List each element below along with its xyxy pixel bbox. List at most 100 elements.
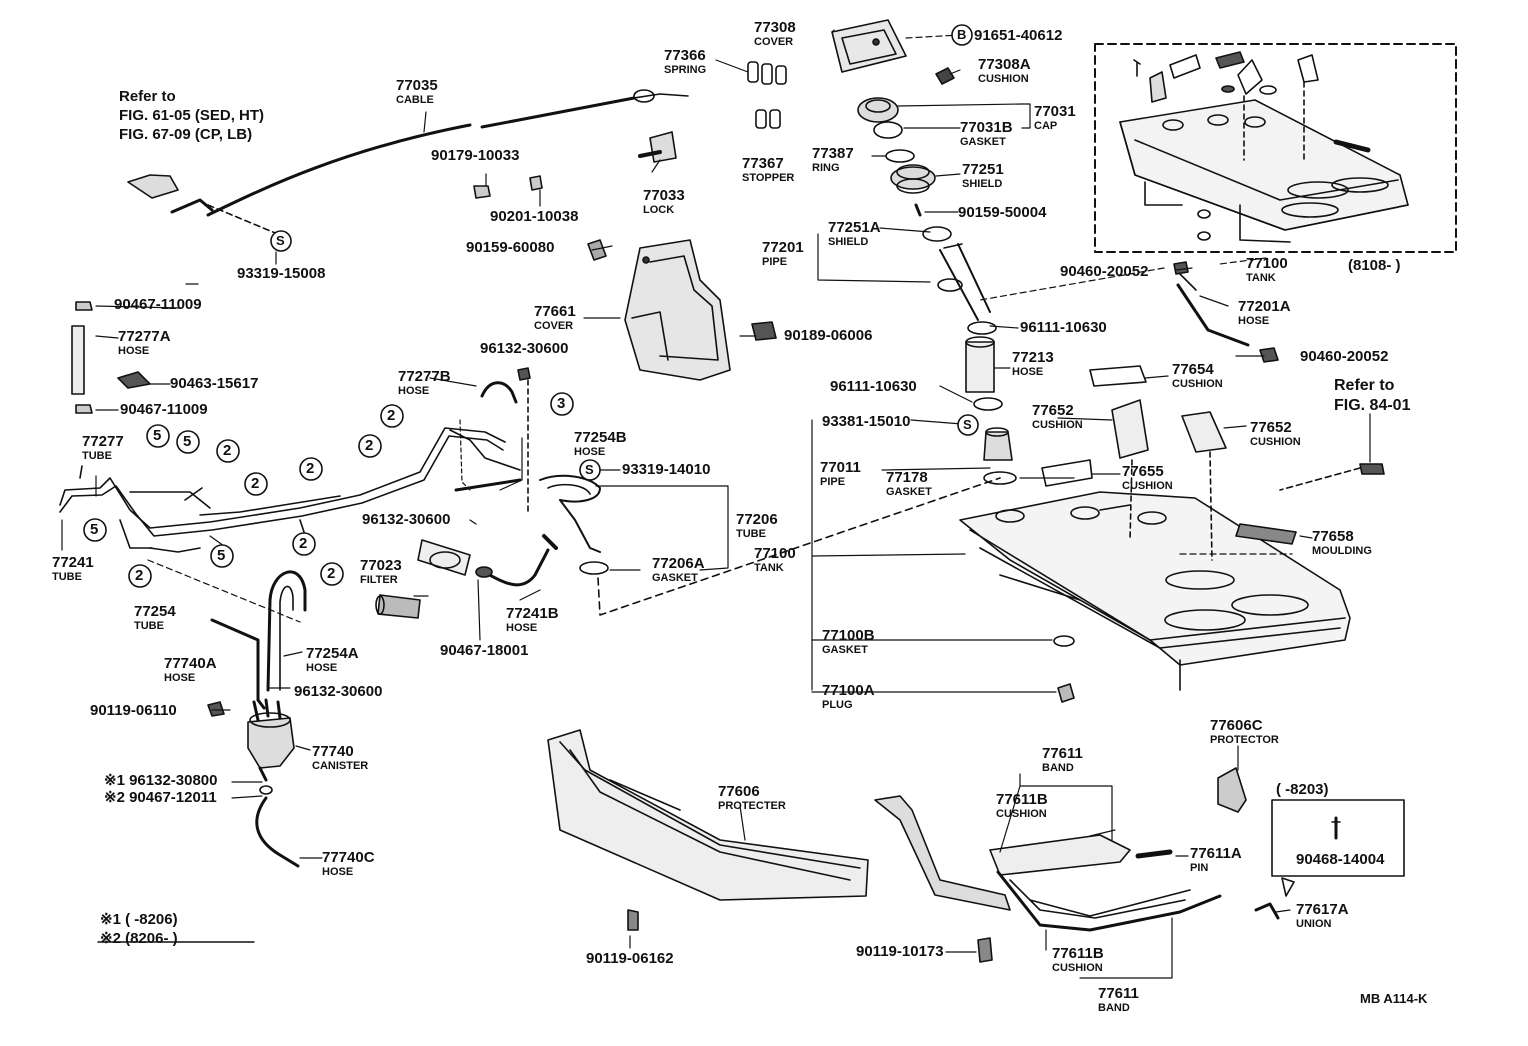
part-number: 93319-14010 bbox=[622, 461, 711, 478]
part-name: PLUG bbox=[822, 699, 853, 711]
part-label: 91651-40612 bbox=[974, 28, 1062, 44]
part-label: 90159-50004 bbox=[958, 205, 1046, 221]
part-number: 77201A bbox=[1238, 298, 1291, 315]
note-marker: ※2 bbox=[100, 930, 121, 947]
callout-text-2: 2 bbox=[299, 535, 308, 552]
part-name: CAP bbox=[1034, 120, 1058, 132]
callout-text-s: S bbox=[963, 417, 972, 432]
leader-lines bbox=[61, 29, 1371, 979]
part-name: COVER bbox=[754, 36, 794, 48]
part-label: 93319-14010 bbox=[622, 462, 710, 478]
part-label: 90159-60080 bbox=[466, 240, 554, 256]
part-label: 90201-10038 bbox=[490, 209, 578, 225]
part-number: 77201 bbox=[762, 239, 804, 256]
part-number: 90463-15617 bbox=[170, 375, 259, 392]
part-number: 77035 bbox=[396, 77, 438, 94]
part-number: 96111-10630 bbox=[1020, 319, 1107, 336]
part-label: 90119-06110 bbox=[90, 703, 177, 719]
part-name: TANK bbox=[1246, 272, 1276, 284]
part-number: 90159-50004 bbox=[958, 204, 1047, 221]
part-name: HOSE bbox=[322, 866, 354, 878]
part-number: 77387 bbox=[812, 145, 854, 162]
part-number: 77206 bbox=[736, 511, 778, 528]
refer-line: Refer to bbox=[119, 88, 176, 105]
part-label: 90179-10033 bbox=[431, 148, 519, 164]
part-name: HOSE bbox=[1238, 315, 1270, 327]
cable-drawing bbox=[127, 89, 689, 236]
part-number: 77241B bbox=[506, 605, 559, 622]
part-label: 90468-14004 bbox=[1296, 852, 1384, 868]
part-name: HOSE bbox=[398, 385, 430, 397]
part-number: 96111-10630 bbox=[830, 378, 917, 395]
part-name: HOSE bbox=[574, 446, 606, 458]
part-name: CUSHION bbox=[978, 73, 1029, 85]
part-name: UNION bbox=[1296, 918, 1332, 930]
part-number: 90119-06162 bbox=[586, 950, 674, 967]
part-number: 77206A bbox=[652, 555, 705, 572]
callout-text-2: 2 bbox=[135, 567, 144, 584]
part-name: GASKET bbox=[960, 136, 1006, 148]
part-name: GASKET bbox=[886, 486, 932, 498]
part-number: 90460-20052 bbox=[1060, 263, 1149, 280]
part-name: HOSE bbox=[1012, 366, 1044, 378]
part-name: CANISTER bbox=[312, 760, 369, 772]
callout-text-2: 2 bbox=[223, 442, 232, 459]
part-number: 77178 bbox=[886, 469, 928, 486]
callout-text-2: 2 bbox=[365, 437, 374, 454]
part-number: 77611B bbox=[1052, 945, 1104, 962]
part-label: 90189-06006 bbox=[784, 328, 872, 344]
part-name: TANK bbox=[754, 562, 784, 574]
part-number: 96132-30600 bbox=[294, 683, 383, 700]
part-name: LOCK bbox=[643, 204, 675, 216]
canister-77740 bbox=[207, 698, 295, 782]
tank-date-range: (8108- ) bbox=[1348, 257, 1401, 274]
part-number: 90119-06110 bbox=[90, 702, 177, 719]
part-name: HOSE bbox=[306, 662, 338, 674]
part-number: 77611A bbox=[1190, 845, 1242, 862]
part-number: 90201-10038 bbox=[490, 208, 579, 225]
part-label: 90467-11009 bbox=[120, 402, 208, 418]
part-label: ※1 96132-30800 bbox=[104, 773, 218, 789]
part-label: 96132-30600 bbox=[480, 341, 568, 357]
part-number: 77100B bbox=[822, 627, 875, 644]
part-label: 96132-30600 bbox=[362, 512, 450, 528]
filler-parts bbox=[473, 19, 1017, 485]
part-name: GASKET bbox=[822, 644, 868, 656]
part-label: 90463-15617 bbox=[170, 376, 258, 392]
part-name: SHIELD bbox=[828, 236, 869, 248]
part-label: 90467-11009 bbox=[114, 297, 202, 313]
callout-text-3: 3 bbox=[557, 395, 566, 412]
part-name: HOSE bbox=[506, 622, 538, 634]
part-number: ※1 96132-30800 bbox=[104, 772, 218, 789]
part-number: 77100 bbox=[1246, 255, 1288, 272]
part-name: BAND bbox=[1042, 762, 1074, 774]
part-name: CUSHION bbox=[1052, 962, 1103, 974]
part-number: 91651-40612 bbox=[974, 27, 1063, 44]
part-name: GASKET bbox=[652, 572, 698, 584]
inset-box bbox=[1271, 799, 1405, 877]
protector-77606 bbox=[547, 729, 869, 931]
part-number: 77254 bbox=[134, 603, 176, 620]
part-number: 77367 bbox=[742, 155, 784, 172]
part-number: 77254A bbox=[306, 645, 359, 662]
part-name: RING bbox=[812, 162, 840, 174]
part-number: ※2 90467-12011 bbox=[104, 789, 217, 806]
